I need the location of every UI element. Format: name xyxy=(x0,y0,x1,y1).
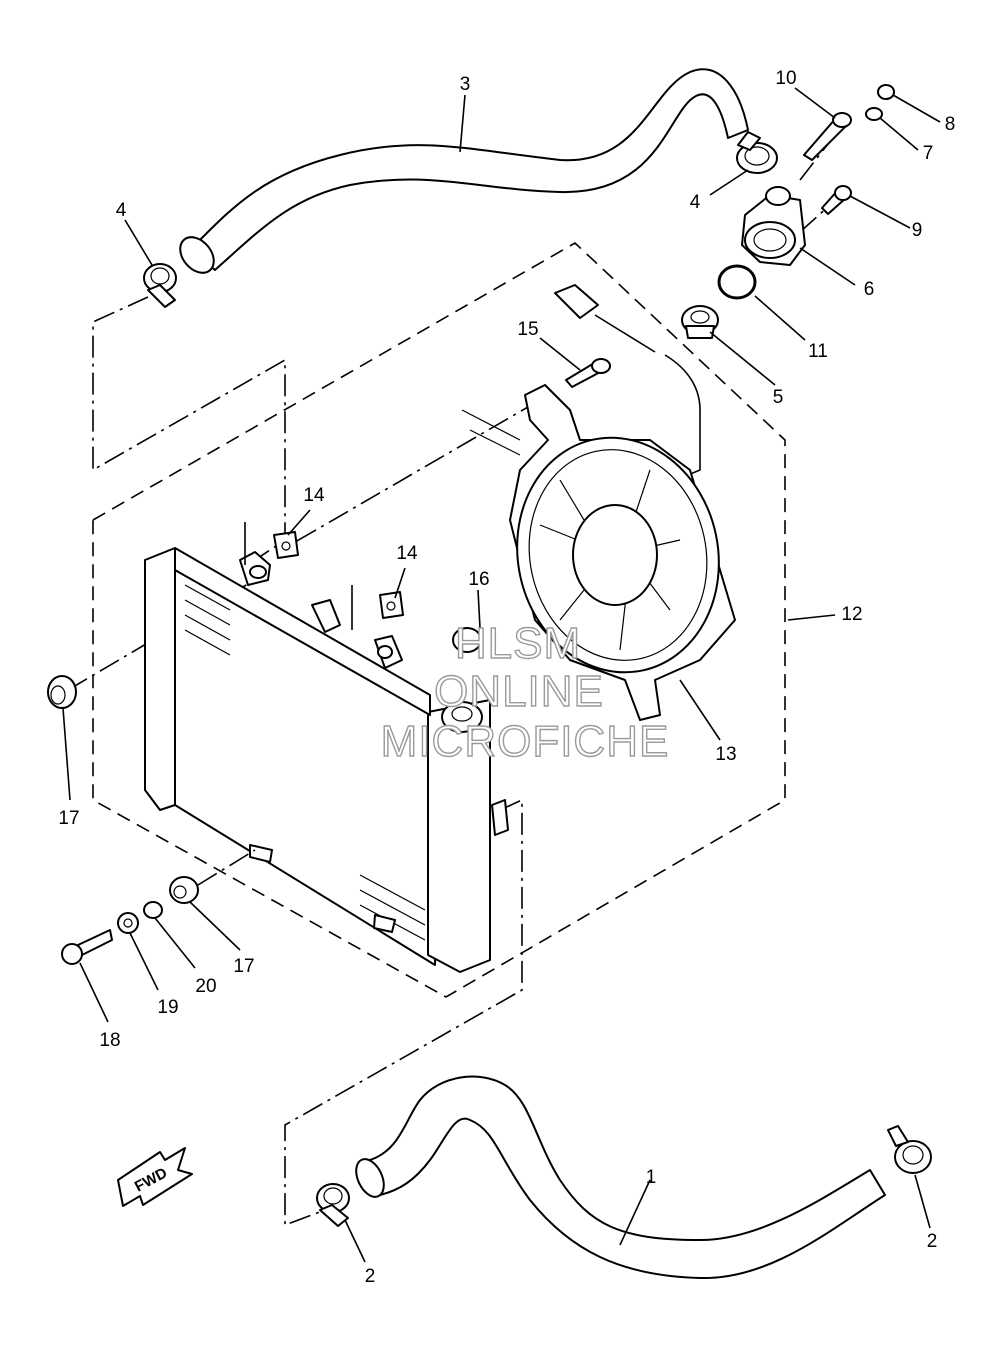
hose-clamp-4-right xyxy=(736,131,778,174)
hose-clamp-4-left xyxy=(143,263,177,308)
nut-14-lower xyxy=(351,585,404,630)
hose-clamp-2-left xyxy=(316,1183,350,1227)
callout-1: 1 xyxy=(646,1167,657,1188)
thermostat-cover-6 xyxy=(741,186,806,266)
grommet-17-lower xyxy=(169,876,199,904)
grommet-17-left xyxy=(47,675,77,709)
bolt-9-leader-line xyxy=(799,204,831,233)
callout-6: 6 xyxy=(864,279,875,300)
watermark-line-2: ONLINE xyxy=(434,667,604,716)
callout-2-right: 2 xyxy=(927,1231,938,1252)
callout-13: 13 xyxy=(715,744,736,765)
nut-14-upper xyxy=(244,522,299,565)
thermostat-5 xyxy=(681,305,719,339)
callout-16: 16 xyxy=(468,569,489,590)
fan-leader-line xyxy=(289,399,541,546)
bolt-18 xyxy=(61,929,113,965)
callout-14-upper: 14 xyxy=(303,485,325,506)
callout-8: 8 xyxy=(945,114,956,135)
watermark: HLSM ONLINE MICROFICHE xyxy=(380,618,670,766)
callout-4-left: 4 xyxy=(116,200,127,221)
hose-clamp-2-right xyxy=(887,1125,932,1174)
callout-15: 15 xyxy=(517,319,538,340)
fan-motor-13 xyxy=(461,384,736,721)
hose-3-leader-box xyxy=(92,296,286,571)
bolt-10 xyxy=(803,112,852,161)
bolt-9 xyxy=(821,185,852,215)
callout-19: 19 xyxy=(157,997,178,1018)
bolt-8 xyxy=(877,84,895,100)
o-ring-11 xyxy=(717,264,757,300)
watermark-line-1: HLSM xyxy=(455,619,581,668)
callout-20: 20 xyxy=(195,976,216,997)
upper-radiator-hose xyxy=(179,68,749,274)
radiator-core xyxy=(144,547,509,973)
callout-4-right: 4 xyxy=(690,192,701,213)
callout-18: 18 xyxy=(99,1030,120,1051)
collar-20 xyxy=(143,901,163,919)
callout-3: 3 xyxy=(460,74,471,95)
radiator-cap-16 xyxy=(441,627,483,733)
callout-14-lower: 14 xyxy=(396,543,418,564)
callout-7: 7 xyxy=(923,143,934,164)
bolt-15 xyxy=(565,358,611,388)
lower-radiator-hose xyxy=(355,1075,886,1280)
callout-12: 12 xyxy=(841,604,862,625)
washer-19 xyxy=(117,912,139,934)
watermark-line-3: MICROFICHE xyxy=(381,717,670,766)
callout-17-left: 17 xyxy=(58,808,79,829)
radiator-assembly-outline xyxy=(92,242,786,998)
callout-10: 10 xyxy=(775,68,796,89)
fan-motor-connector xyxy=(554,284,701,476)
forward-direction-arrow: FWD xyxy=(117,1147,193,1207)
callout-9: 9 xyxy=(912,220,923,241)
hose-1-leader-box xyxy=(284,798,523,1227)
washer-7 xyxy=(865,107,883,121)
callout-5: 5 xyxy=(773,387,784,408)
callout-11: 11 xyxy=(808,341,828,362)
lower-mount-leader xyxy=(197,849,256,886)
callout-leaders xyxy=(62,87,941,1263)
callout-17-lower: 17 xyxy=(233,956,254,977)
callout-2-left: 2 xyxy=(365,1266,376,1287)
